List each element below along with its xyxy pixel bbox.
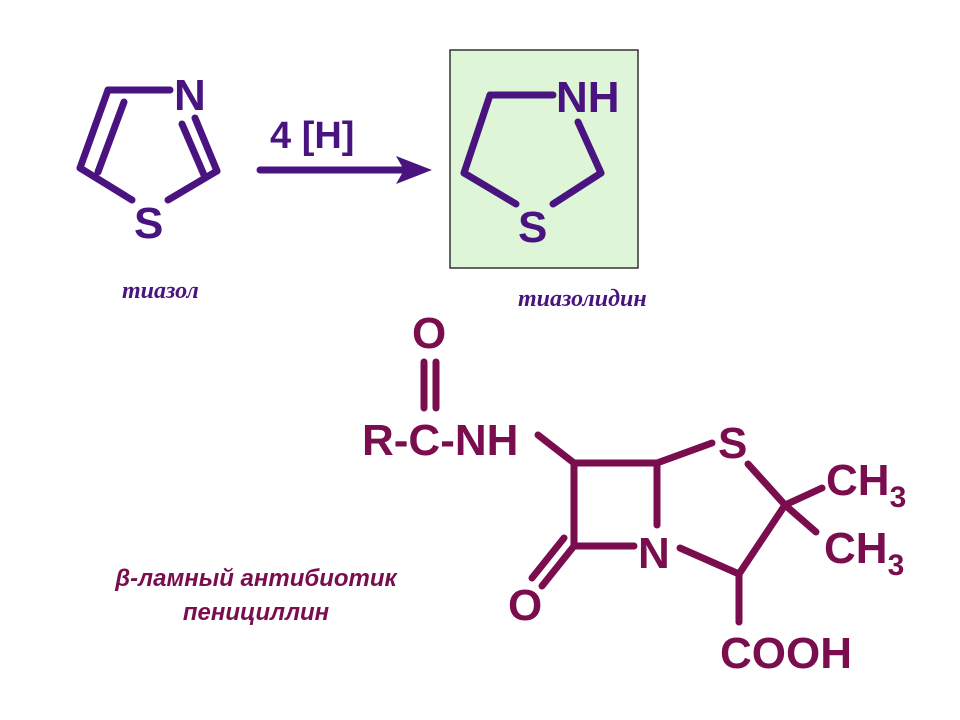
thiazole-double-bond-inner [94, 98, 128, 176]
thiazolidine-bond-s-c2 [744, 460, 789, 509]
penicillin-atom-s: S [718, 419, 747, 468]
penicillin-atom-n: N [638, 529, 670, 578]
thiazolidine-caption: тиазолидин [518, 286, 647, 312]
arrow-head [396, 156, 432, 184]
thiazole-caption: тиазол [122, 278, 199, 304]
penicillin-name-line-1: β-ламный антибиотик [114, 565, 398, 592]
lactam-carbonyl-bond-a [538, 542, 578, 590]
thiazole-double-bond-n [178, 120, 208, 179]
thiazolidine-bond-n-c3 [676, 544, 743, 578]
thiazole-bond-c2-s [164, 167, 221, 204]
thiazole-bond-c5-s [76, 164, 136, 204]
thiazole-atom-s: S [134, 199, 163, 248]
methyl-bond-2 [781, 501, 820, 536]
thiazolidine-atom-nh: NH [556, 73, 620, 122]
methyl-1-group: CH [826, 456, 890, 505]
methyl-1-subscript: 3 [890, 481, 907, 514]
thiazolidine-bond-c2-s [549, 169, 605, 208]
penicillin-name-line-2: пенициллин [183, 599, 330, 626]
penicillin-carboxyl-group: COOH [720, 629, 852, 678]
reaction-arrow: 4 [H] [256, 115, 432, 184]
lactam-carbonyl-bond-b [528, 534, 568, 582]
thiazolidine-bond-c5-s [653, 439, 716, 467]
penicillin-bond-nh-c6 [534, 431, 578, 467]
thiazolidine-bond-n-c2 [574, 118, 605, 177]
reaction-label: 4 [H] [270, 115, 354, 157]
methyl-2-group: CH [824, 524, 888, 573]
penicillin-side-chain: R-C-NH [362, 416, 518, 465]
penicillin-methyl-2: CH3 [824, 524, 904, 582]
penicillin-lactam-oxygen: O [508, 581, 542, 630]
thiazolidine-bond-c2-c3 [735, 501, 789, 578]
penicillin-structure: O R-C-NH O N S CH3 CH3 COOH [362, 309, 906, 678]
penicillin-carbonyl-oxygen: O [412, 309, 446, 358]
methyl-bond-1 [781, 484, 826, 509]
thiazole-atom-n: N [174, 71, 206, 120]
thiazolidine-bond-c5-s [460, 169, 520, 208]
methyl-2-subscript: 3 [888, 549, 905, 582]
penicillin-methyl-1: CH3 [826, 456, 906, 514]
thiazolidine-atom-s: S [518, 203, 547, 252]
thiazole-bond-c4-c5 [76, 86, 112, 172]
thiazolidine-structure: NH S тиазолидин [449, 49, 647, 312]
thiazolidine-bond-c4-c5 [460, 91, 494, 177]
thiazole-structure: N S тиазол [76, 71, 221, 304]
thiazolidine-highlight-box [449, 49, 639, 269]
thiazole-bond-n-c2 [191, 114, 221, 175]
